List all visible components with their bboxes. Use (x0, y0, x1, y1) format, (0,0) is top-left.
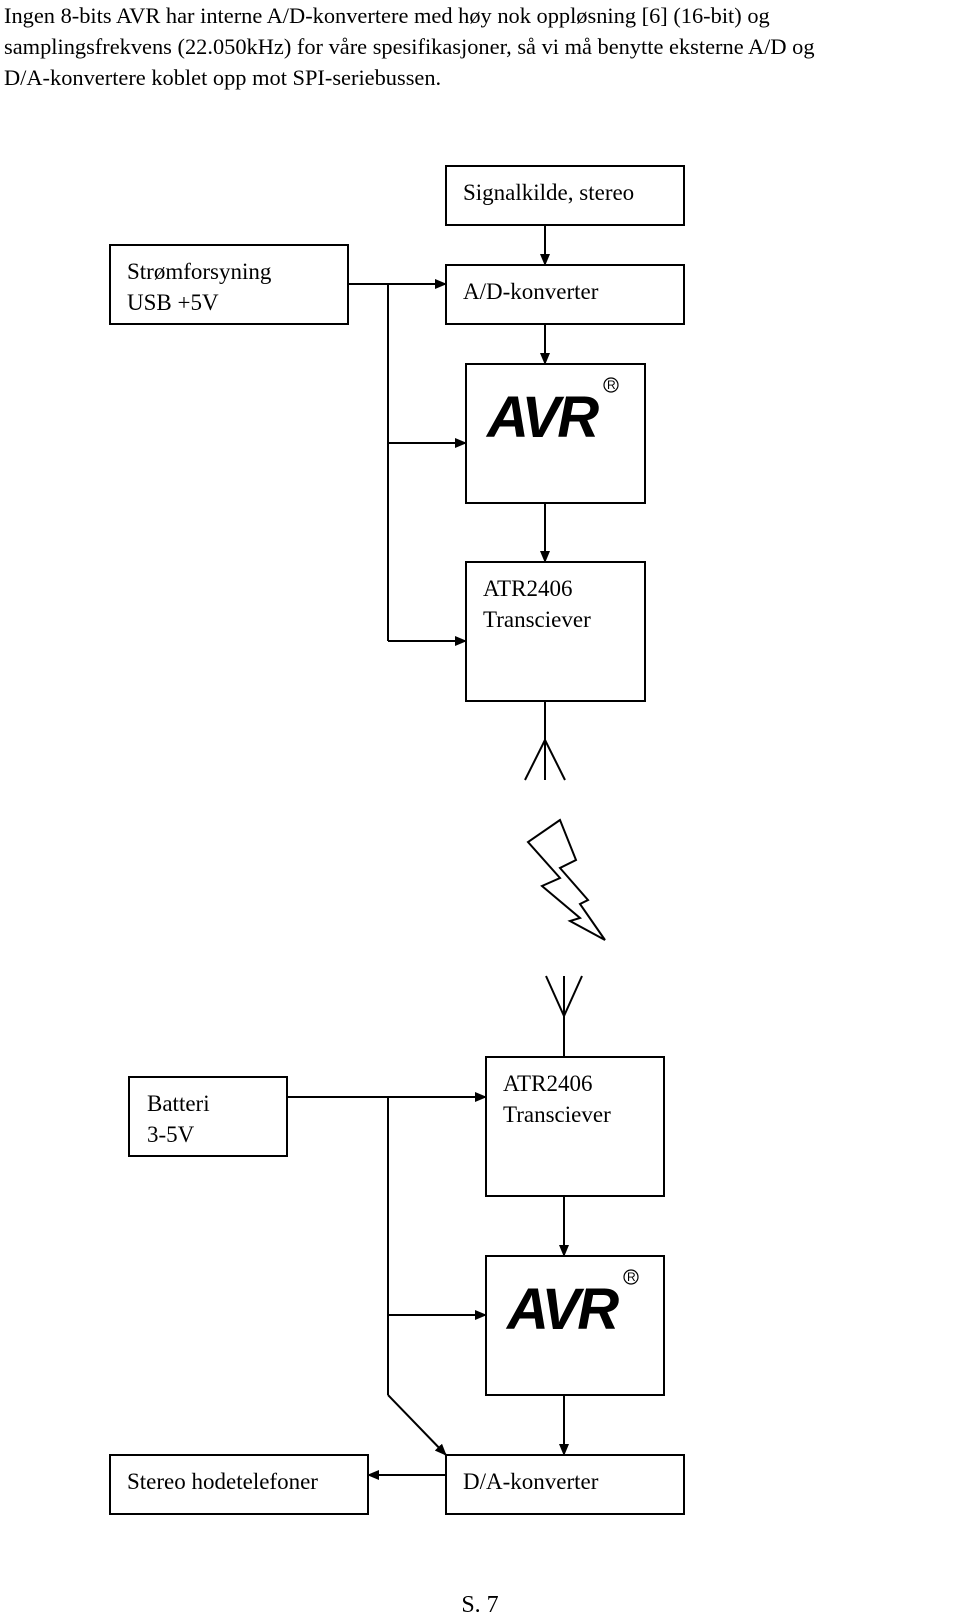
transceiver-rx-block: ATR2406 Transciever (485, 1056, 665, 1197)
intro-line-1: Ingen 8-bits AVR har interne A/D-konvert… (4, 3, 770, 28)
registered-mark-tx-icon (603, 377, 619, 393)
power-usb-label-line1: Strømforsyning (127, 259, 272, 284)
arrow-battery-to-dac (387, 1394, 447, 1456)
antenna-rx-icon (545, 975, 583, 1057)
dac-block: D/A-konverter (445, 1454, 685, 1515)
avr-rx-logo: AVR (505, 1277, 619, 1342)
transceiver-rx-label-line1: ATR2406 (503, 1071, 592, 1096)
battery-block: Batteri 3-5V (128, 1076, 288, 1157)
battery-label-line2: 3-5V (147, 1122, 195, 1147)
registered-mark-rx-icon (623, 1269, 639, 1285)
dac-label: D/A-konverter (463, 1469, 599, 1494)
antenna-tx-icon (524, 701, 566, 781)
intro-paragraph: Ingen 8-bits AVR har interne A/D-konvert… (4, 0, 954, 93)
adc-label: A/D-konverter (463, 279, 599, 304)
signal-source-block: Signalkilde, stereo (445, 165, 685, 226)
transceiver-tx-label-line1: ATR2406 (483, 576, 572, 601)
avr-rx-block: AVR R (485, 1255, 665, 1396)
battery-label-line1: Batteri (147, 1091, 210, 1116)
page-number: S. 7 (461, 1592, 499, 1618)
adc-block: A/D-konverter (445, 264, 685, 325)
registered-mark-tx: R (607, 378, 616, 392)
transceiver-tx-label-line2: Transciever (483, 607, 591, 632)
transceiver-tx-block: ATR2406 Transciever (465, 561, 646, 702)
headphones-block: Stereo hodetelefoner (109, 1454, 369, 1515)
registered-mark-rx: R (627, 1270, 636, 1284)
headphones-label: Stereo hodetelefoner (127, 1469, 318, 1494)
avr-tx-logo: AVR (485, 385, 599, 450)
intro-line-3: D/A-konvertere koblet opp mot SPI-serieb… (4, 65, 442, 90)
avr-tx-block: AVR R (465, 363, 646, 504)
signal-source-label: Signalkilde, stereo (463, 180, 634, 205)
intro-line-2: samplingsfrekvens (22.050kHz) for våre s… (4, 34, 815, 59)
transceiver-rx-label-line2: Transciever (503, 1102, 611, 1127)
wireless-lightning-icon (526, 818, 606, 941)
power-usb-label-line2: USB +5V (127, 290, 219, 315)
power-usb-block: Strømforsyning USB +5V (109, 244, 349, 325)
